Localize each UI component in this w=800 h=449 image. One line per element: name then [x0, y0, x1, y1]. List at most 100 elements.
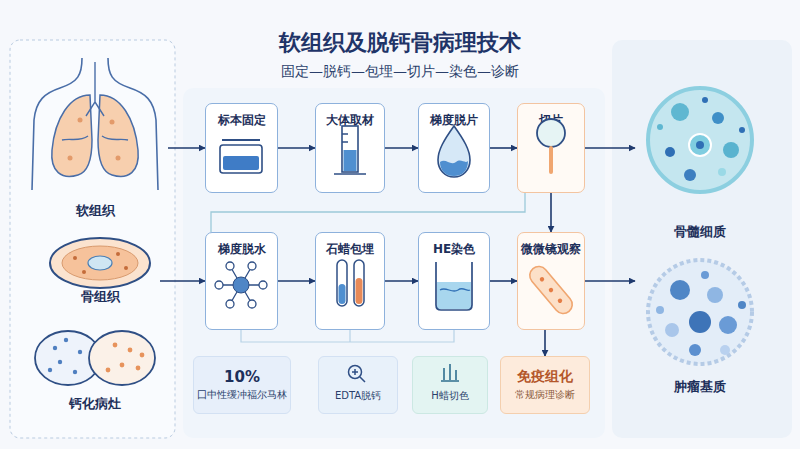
cell-dot — [718, 168, 726, 176]
flow-arrow — [544, 330, 546, 356]
molecule-atom — [248, 300, 256, 308]
return-line — [211, 193, 525, 232]
calc-dot — [73, 370, 77, 374]
lung-dot — [116, 156, 121, 161]
node-title: 标本固定 — [206, 104, 277, 129]
cell-dot — [665, 147, 675, 157]
lung-left — [52, 95, 92, 176]
lung-right — [98, 95, 138, 176]
beaker-wave — [440, 289, 470, 292]
node-title: EDTA脱钙 — [335, 367, 381, 403]
flow-arrow — [278, 280, 315, 282]
node-title: H蜡切色 — [431, 367, 469, 403]
process-box: 梯度脱水 — [205, 232, 278, 330]
lesion-right — [89, 331, 155, 385]
bone-canal — [88, 256, 112, 270]
cell-dot — [689, 344, 701, 356]
cell-dot — [696, 141, 704, 149]
calc-dot — [136, 366, 141, 371]
process-box: 标本固定 — [205, 103, 278, 193]
cell-dot — [701, 271, 709, 279]
calc-dot — [113, 343, 118, 348]
info-tag: EDTA脱钙 — [318, 356, 398, 414]
cell-dot — [665, 323, 679, 337]
calc-dot — [106, 368, 111, 373]
flow-arrow — [490, 147, 517, 149]
lung-dot — [78, 118, 83, 123]
tray-lid — [222, 139, 260, 141]
tissue-illustration: 钙化病灶 — [25, 325, 165, 415]
tray-liquid — [223, 156, 259, 170]
molecule-atom — [215, 281, 223, 289]
bar-icon — [441, 364, 459, 381]
node-title: 肿瘤基质 — [635, 378, 765, 396]
calc-dot — [48, 368, 52, 372]
cell-dot — [684, 169, 696, 181]
circle-outline-svg — [635, 85, 765, 245]
cell-dot — [656, 306, 664, 314]
flow-arrow — [550, 193, 552, 232]
tube-liquid — [356, 278, 363, 304]
lesion-left — [35, 331, 101, 385]
calc-dot — [78, 350, 82, 354]
molecule-atom — [259, 281, 267, 289]
capsule-dot — [557, 298, 563, 304]
trachea-lines — [62, 62, 128, 140]
process-box: HE染色 — [418, 232, 490, 330]
beaker-liquid — [437, 282, 471, 309]
test-tube — [354, 260, 364, 306]
node-title: 切片 — [518, 104, 584, 129]
loupe-handle — [549, 148, 553, 172]
marrow-dot — [82, 270, 86, 274]
circle-outline-svg — [635, 257, 765, 400]
node-title: HE染色 — [419, 233, 489, 258]
capsule-dot — [548, 287, 554, 293]
molecule-bonds — [219, 266, 263, 304]
node-title: 石蜡包埋 — [316, 233, 384, 258]
process-box: 大体取材 — [315, 103, 385, 193]
node-title: 软组织 — [22, 202, 168, 220]
cell-dot — [707, 287, 723, 303]
search-icon-lines — [352, 369, 365, 382]
tray-body — [220, 145, 262, 173]
cell-dot — [657, 124, 663, 130]
flow-arrow — [490, 280, 517, 282]
info-tag: H蜡切色 — [412, 356, 488, 414]
circle-outline — [648, 260, 752, 364]
specimen-capsule — [526, 263, 576, 317]
sample-circle: 骨髓细质 — [635, 85, 765, 245]
node-title: 大体取材 — [316, 104, 384, 129]
flow-arrow — [585, 147, 635, 149]
subtitle: 固定—脱钙—包埋—切片—染色—诊断 — [180, 63, 620, 81]
bone-outer — [50, 238, 150, 288]
tissue-illustration: 骨组织 — [40, 238, 160, 308]
node-title: 微微镜观察 — [518, 233, 584, 258]
cylinder-marks — [334, 134, 366, 174]
node-title: 骨组织 — [40, 288, 160, 306]
molecule-atom — [226, 262, 234, 270]
flow-arrow — [385, 147, 418, 149]
cell-dot — [670, 280, 690, 300]
node-title: 免疫组化 — [517, 368, 573, 386]
drop-liquid — [440, 161, 468, 176]
process-box: 微微镜观察 — [517, 232, 585, 330]
capsule-dot — [539, 276, 545, 282]
cell-dot — [723, 142, 739, 158]
torso-outline — [32, 58, 158, 190]
process-box: 切片 — [517, 103, 585, 193]
cell-dot — [689, 134, 711, 156]
process-box: 梯度脱片 — [418, 103, 490, 193]
cell-dot — [689, 311, 711, 333]
info-tag: 免疫组化常规病理诊断 — [500, 356, 590, 414]
molecule-core — [233, 277, 249, 293]
cell-dot — [739, 127, 745, 133]
flow-arrow — [585, 280, 635, 282]
calc-dot — [128, 348, 133, 353]
node-title: 10% — [224, 368, 260, 386]
cylinder-liquid — [344, 150, 357, 171]
left-panel — [10, 40, 175, 438]
calc-dot — [64, 338, 68, 342]
calc-dot — [53, 346, 57, 350]
flow-arrow — [278, 147, 315, 149]
bracket-line — [241, 330, 454, 342]
